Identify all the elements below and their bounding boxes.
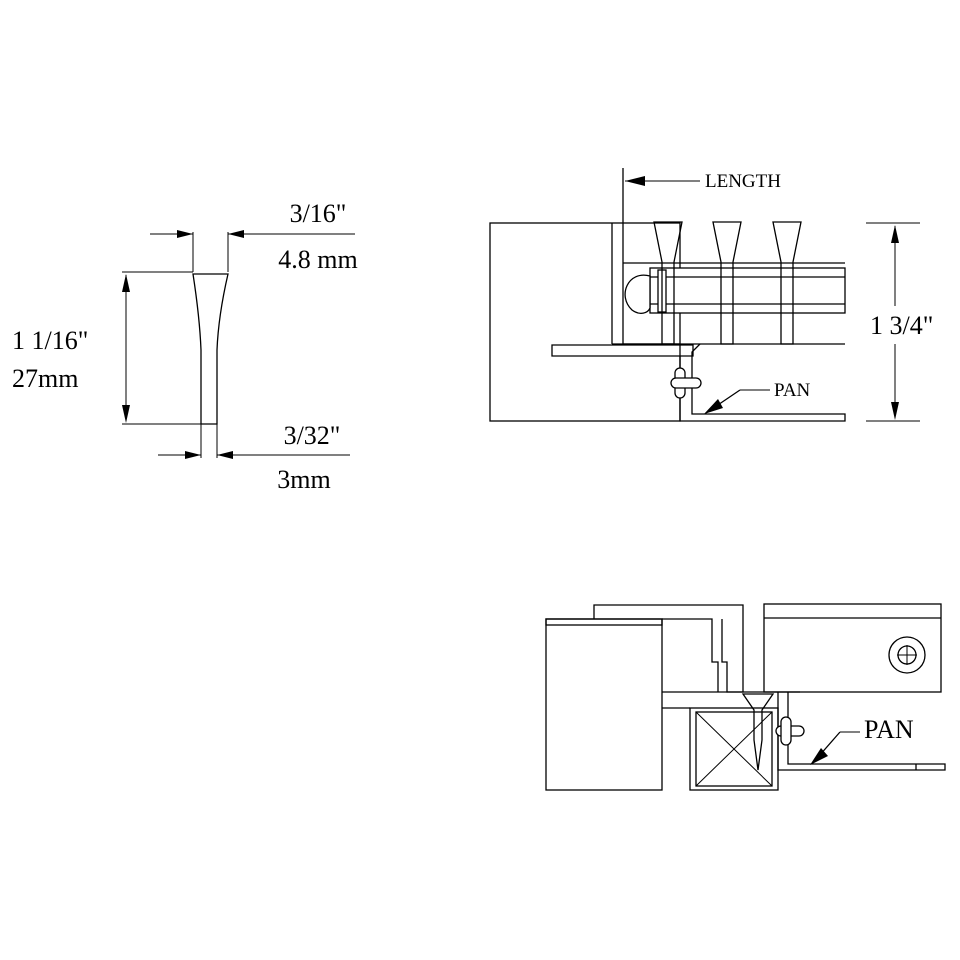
wedge-3	[772, 221, 802, 345]
rod-end-knob	[624, 274, 651, 314]
screw	[741, 693, 775, 771]
top-width-inches: 3/16"	[290, 199, 347, 228]
stepped-profile	[593, 604, 744, 693]
top-width-mm: 4.8 mm	[278, 245, 357, 274]
frame-block	[489, 222, 681, 422]
length-label: LENGTH	[705, 171, 781, 192]
assembly-pan-label: PAN	[774, 380, 811, 401]
rod	[649, 267, 846, 314]
pan	[679, 343, 846, 422]
bottom-width-mm: 3mm	[277, 465, 330, 494]
ledge	[551, 344, 694, 357]
profile-detail: 3/16" 4.8 mm 1 1/16" 27mm 3/32" 3mm	[12, 199, 358, 494]
bottom-width-inches: 3/32"	[284, 421, 341, 450]
section-detail: PAN	[545, 603, 946, 791]
section-pan	[777, 692, 946, 771]
section-frame	[545, 618, 663, 791]
right-block	[763, 603, 942, 693]
screw-head-icon	[888, 636, 926, 674]
wedge-2	[712, 221, 742, 345]
height-mm: 27mm	[12, 364, 78, 393]
tapered-profile	[192, 273, 229, 425]
wedge-1	[653, 221, 683, 345]
assembly-detail: LENGTH PAN	[489, 168, 933, 422]
height-inches: 1 1/16"	[12, 326, 88, 355]
assembly-height-label: 1 3/4"	[870, 311, 933, 340]
section-pan-label: PAN	[864, 715, 914, 744]
